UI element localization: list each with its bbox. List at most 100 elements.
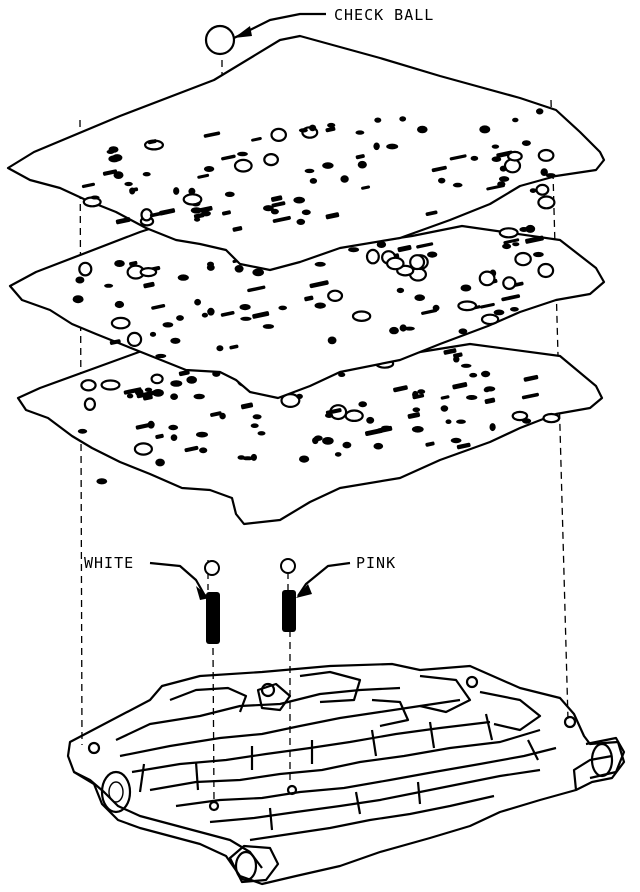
plate-hole: [322, 162, 334, 169]
plate-hole: [355, 130, 365, 135]
plate-hole: [314, 261, 326, 267]
plate-hole: [149, 331, 157, 337]
plate-hole: [182, 193, 203, 206]
plate-hole: [325, 408, 342, 415]
gasket-lower: [16, 316, 604, 526]
plate-hole: [83, 397, 97, 411]
plate-hole: [221, 210, 231, 216]
plate-hole: [334, 452, 342, 457]
plate-hole: [540, 168, 548, 177]
plate-hole: [252, 311, 270, 319]
plate-hole: [193, 393, 205, 400]
plate-hole: [411, 426, 424, 433]
plate-hole: [519, 227, 529, 232]
plate-hole: [456, 419, 466, 424]
plate-hole: [412, 407, 421, 413]
plate-hole: [357, 160, 367, 169]
plate-hole: [203, 131, 221, 138]
plate-hole: [203, 166, 215, 172]
plate-hole: [514, 251, 532, 267]
plate-hole: [216, 345, 224, 352]
plate-hole: [81, 182, 95, 189]
plate-hole: [374, 117, 382, 123]
plate-hole: [75, 276, 85, 284]
plate-hole: [151, 304, 166, 310]
plate-hole: [241, 456, 254, 461]
plate-hole: [404, 326, 415, 331]
plate-hole: [511, 410, 529, 422]
plate-hole: [438, 177, 446, 184]
plate-hole: [493, 309, 505, 316]
plate-hole: [250, 453, 257, 461]
plate-hole: [234, 265, 244, 273]
plate-hole: [270, 208, 279, 215]
plate-hole: [443, 348, 457, 355]
plate-hole: [503, 238, 520, 245]
plate-hole: [173, 187, 180, 195]
valve-body: [66, 662, 626, 886]
plate-hole: [440, 395, 450, 400]
plate-hole: [240, 316, 252, 321]
valve-body-channels: [115, 670, 557, 842]
plate-hole: [77, 428, 88, 434]
plate-hole: [247, 285, 266, 293]
plate-hole: [489, 423, 496, 432]
plate-hole: [301, 209, 311, 216]
plate-hole: [365, 248, 380, 265]
plate-hole: [542, 412, 561, 424]
plate-hole: [78, 261, 93, 277]
plate-hole: [114, 260, 125, 267]
plate-hole: [136, 390, 156, 399]
plate-hole: [501, 294, 521, 302]
plate-hole: [270, 195, 283, 202]
plate-hole: [263, 153, 280, 167]
plate-hole: [278, 305, 288, 311]
plate-hole: [396, 287, 405, 294]
plate-hole: [449, 154, 467, 161]
plate-hole: [190, 207, 203, 214]
plate-hole: [102, 169, 118, 176]
plate-hole: [129, 187, 139, 193]
plate-hole: [385, 256, 405, 271]
plate-hole: [314, 302, 326, 309]
plate-hole: [224, 191, 235, 197]
plate-hole: [407, 412, 421, 419]
plate-hole: [450, 437, 462, 444]
plate-hole: [535, 183, 550, 196]
plate-hole: [431, 165, 447, 173]
plate-hole: [313, 435, 323, 442]
plate-hole: [393, 385, 408, 393]
pink-spring: [282, 590, 296, 632]
plate-hole: [114, 300, 125, 309]
plate-hole: [399, 116, 407, 122]
plate-hole: [469, 372, 478, 378]
plate-hole: [139, 267, 158, 278]
plate-hole: [170, 393, 179, 401]
plate-hole: [251, 137, 262, 142]
plate-hole: [115, 217, 131, 225]
plate-hole: [232, 226, 243, 232]
plate-hole: [80, 379, 97, 392]
plate-hole: [421, 308, 438, 315]
plate-hole: [240, 402, 254, 410]
plate-hole: [523, 374, 539, 382]
plate-hole: [525, 235, 544, 244]
plate-hole: [106, 149, 115, 154]
check-ball-label: CHECK BALL: [334, 6, 434, 24]
pink-label: PINK: [356, 554, 396, 572]
plate-hole: [110, 316, 131, 330]
plate-hole: [193, 212, 205, 219]
plate-hole: [358, 401, 368, 408]
plate-hole: [270, 127, 287, 142]
plate-hole: [262, 324, 275, 329]
plate-hole: [155, 458, 165, 467]
plate-hole: [112, 154, 123, 162]
plate-hole: [327, 289, 344, 302]
plate-hole: [133, 442, 153, 456]
plate-hole: [545, 173, 556, 178]
plate-hole: [150, 373, 164, 385]
plate-hole: [458, 328, 468, 335]
plate-hole: [233, 158, 253, 173]
plate-hole: [252, 268, 264, 277]
